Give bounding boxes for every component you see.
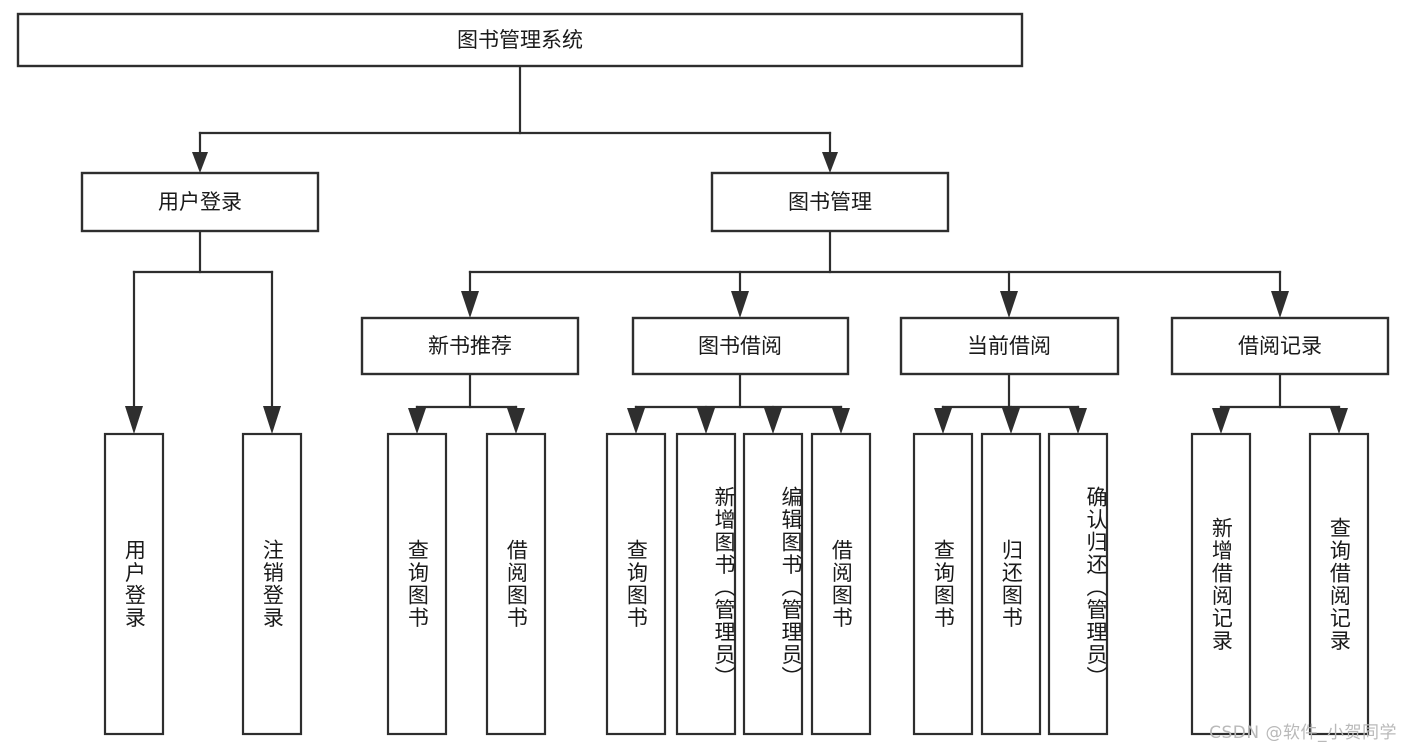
arrowhead-cb-leaf-3 [1069,408,1087,434]
node-current-borrow-box[interactable] [899,316,1120,376]
node-root[interactable]: 图书管理系统 [16,12,1024,68]
node-book-manage-label: 图书管理 [788,190,872,214]
arrowhead-current-borrow [1000,291,1018,318]
node-new-book-recommend-box[interactable] [360,316,580,376]
arrowhead-cb-leaf-1 [934,408,952,434]
node-book-borrow-box[interactable] [631,316,850,376]
arrowhead-br-leaf-1 [1212,408,1230,434]
arrowhead-bb-leaf-4 [832,408,850,434]
node-borrow-record[interactable]: 借阅记录 [1170,316,1390,376]
node-book-borrow[interactable]: 图书借阅 [631,316,850,376]
leaf-box-br-add-record[interactable] [1190,432,1252,736]
node-borrow-record-label: 借阅记录 [1238,334,1322,358]
node-root-box[interactable] [16,12,1024,68]
arrowhead-leaf-logout [263,406,281,434]
node-book-manage-box[interactable] [710,171,950,233]
leaf-box-cb-query-book[interactable] [912,432,974,736]
node-borrow-record-box[interactable] [1170,316,1390,376]
leaf-box-user-login[interactable] [103,432,165,736]
arrowhead-new-book [461,291,479,318]
arrowhead-leaf-user-login [125,406,143,434]
node-current-borrow[interactable]: 当前借阅 [899,316,1120,376]
leaf-box-bb-add-book[interactable] [675,432,737,736]
node-book-manage[interactable]: 图书管理 [710,171,950,233]
leaf-box-bb-edit-book[interactable] [742,432,804,736]
leaf-box-nb-borrow-book[interactable] [485,432,547,736]
arrowhead-nb-leaf-1 [408,408,426,434]
arrowhead-bb-leaf-1 [627,408,645,434]
arrowhead-user-login [192,152,208,173]
leaf-box-bb-query-book[interactable] [605,432,667,736]
leaf-box-bb-borrow-book[interactable] [810,432,872,736]
arrowhead-bb-leaf-3 [764,408,782,434]
arrowhead-nb-leaf-2 [507,408,525,434]
node-current-borrow-label: 当前借阅 [967,334,1051,358]
leaf-box-nb-query-book[interactable] [386,432,448,736]
arrowhead-cb-leaf-2 [1002,408,1020,434]
node-root-label: 图书管理系统 [457,28,583,52]
leaf-box-logout[interactable] [241,432,303,736]
arrowhead-book-borrow [731,291,749,318]
node-user-login-box[interactable] [80,171,320,233]
arrowhead-book-manage [822,152,838,173]
node-user-login-label: 用户登录 [158,190,242,214]
arrowhead-bb-leaf-2 [697,408,715,434]
edge-group [125,64,1348,434]
leaf-box-group [103,432,1370,736]
node-book-borrow-label: 图书借阅 [698,334,782,358]
node-new-book-recommend-label: 新书推荐 [428,334,512,358]
node-user-login[interactable]: 用户登录 [80,171,320,233]
arrowhead-borrow-record [1271,291,1289,318]
node-new-book-recommend[interactable]: 新书推荐 [360,316,580,376]
leaf-box-br-query-record[interactable] [1308,432,1370,736]
watermark-text: CSDN @软件_小贺同学 [1209,723,1397,743]
arrowhead-br-leaf-2 [1330,408,1348,434]
leaf-box-cb-return-book[interactable] [980,432,1042,736]
leaf-box-cb-confirm-return[interactable] [1047,432,1109,736]
